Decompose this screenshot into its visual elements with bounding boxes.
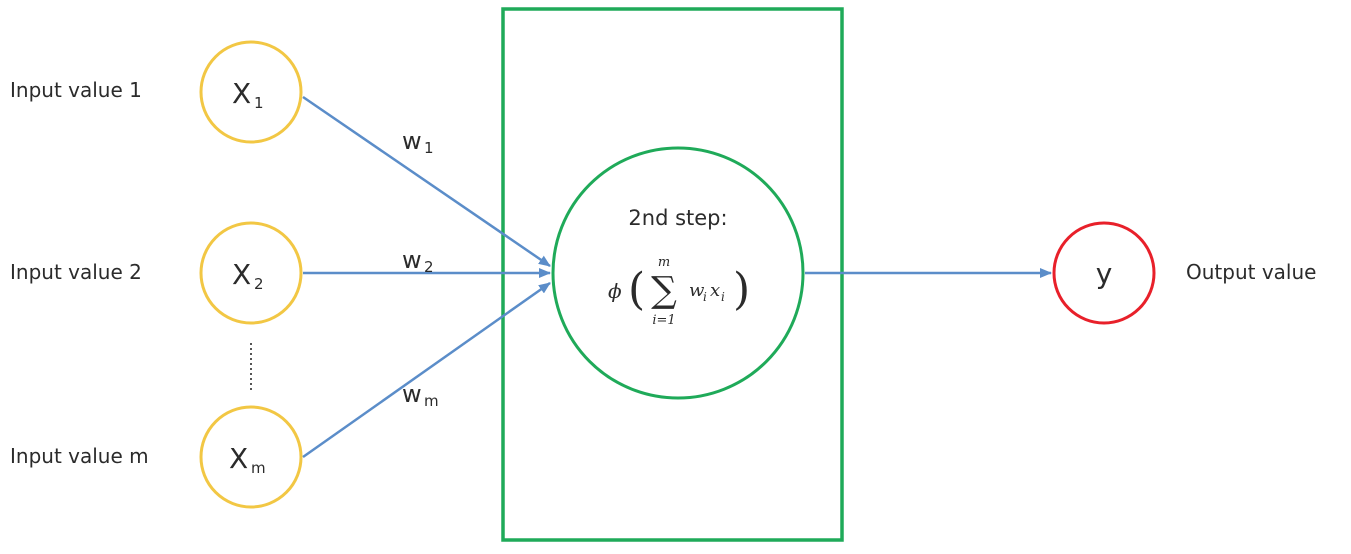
formula-close-paren: ) [733,264,750,315]
weight-1-symbol: w [402,127,422,155]
formula-sigma: ∑ [651,270,677,311]
input-label-m: Input value m [10,444,149,468]
formula-lower-limit: i=1 [652,313,675,328]
output-symbol: y [1096,257,1113,290]
weight-label-m: w m [402,380,439,410]
input-node-1-symbol: X [232,77,251,110]
input-node-2-symbol: X [232,258,251,291]
input-node-1: X 1 [199,40,303,144]
input-node-2-subscript: 2 [254,275,264,293]
input-node-m-symbol: X [229,442,248,475]
connection-arrow-1 [302,95,551,268]
weight-2-subscript: 2 [424,258,434,276]
activation-box [501,7,844,542]
input-node-m-subscript: m [251,459,266,477]
formula-open-paren: ( [628,264,645,315]
neuron-node: 2nd step: ϕ ( m ∑ i=1 w i x i ) [551,146,805,400]
formula-term-x-sub: i [721,290,725,304]
input-node-m: X m [199,405,303,509]
formula-phi: ϕ [608,279,622,303]
weight-m-symbol: w [402,380,422,408]
weight-m-subscript: m [424,392,439,410]
weight-1-subscript: 1 [424,139,434,157]
output-node: y [1052,221,1156,325]
formula-term-x: x [710,280,720,301]
input-node-1-subscript: 1 [254,94,264,112]
weight-2-symbol: w [402,246,422,274]
formula-upper-limit: m [658,255,670,270]
output-label: Output value [1186,260,1316,284]
connection-arrow-m [302,281,551,459]
formula-term-w: w [689,280,705,301]
neuron-step-title: 2nd step: [628,206,727,230]
activation-formula: ϕ ( m ∑ i=1 w i x i ) [608,255,750,328]
input-label-2: Input value 2 [10,260,142,284]
weight-label-2: w 2 [402,246,434,276]
formula-term-w-sub: i [703,290,707,304]
input-node-2: X 2 [199,221,303,325]
weight-label-1: w 1 [402,127,434,157]
input-label-1: Input value 1 [10,78,142,102]
